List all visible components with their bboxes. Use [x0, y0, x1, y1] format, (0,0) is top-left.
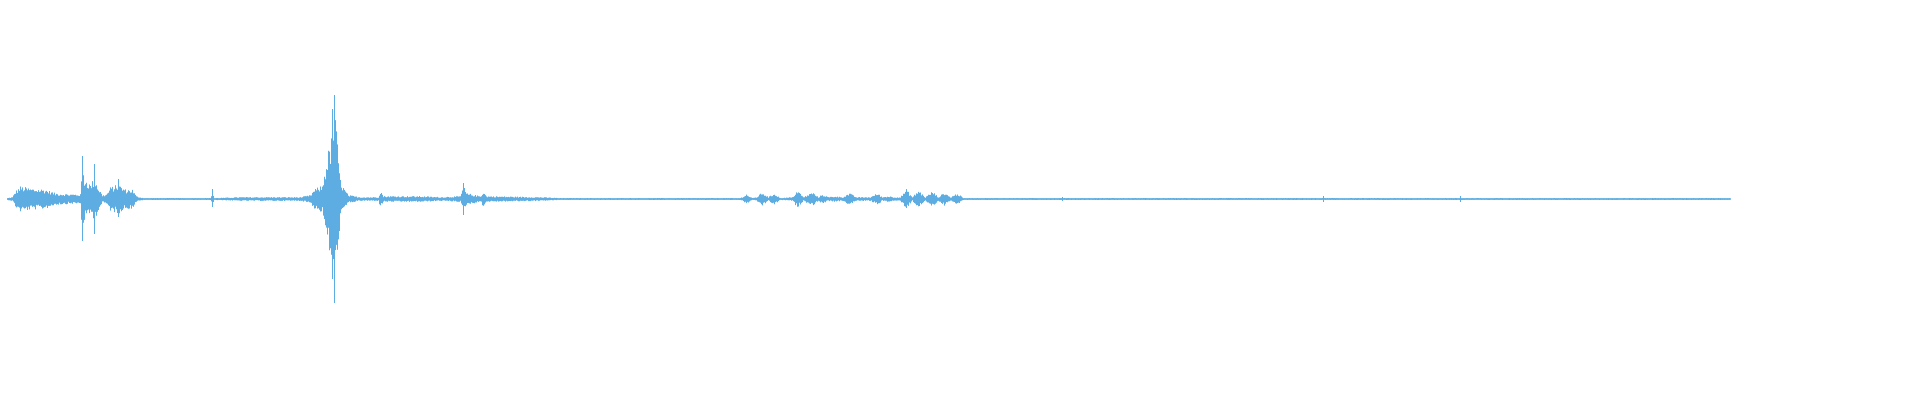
waveform-amplitude — [7, 95, 1731, 303]
